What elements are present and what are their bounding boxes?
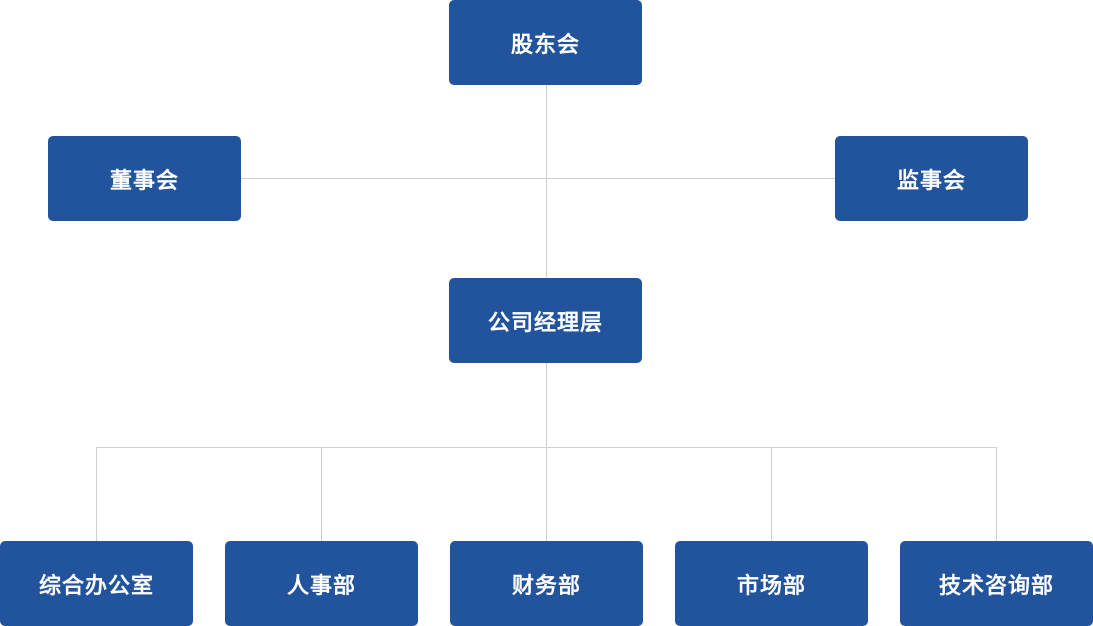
node-label: 市场部 — [736, 573, 806, 599]
node-tech-consulting-department: 技术咨询部 — [900, 541, 1093, 626]
node-board-of-directors: 董事会 — [48, 136, 241, 221]
node-finance-department: 财务部 — [450, 541, 643, 626]
node-board-of-supervisors: 监事会 — [835, 136, 1028, 221]
node-label: 股东会 — [510, 32, 580, 58]
node-shareholders: 股东会 — [449, 0, 642, 85]
node-hr-department: 人事部 — [225, 541, 418, 626]
node-label: 技术咨询部 — [938, 573, 1054, 599]
node-general-office: 综合办公室 — [0, 541, 193, 626]
connector-tech-consulting-department — [996, 447, 997, 541]
connector-management-departments — [546, 363, 547, 447]
connector-hr-department — [321, 447, 322, 541]
connector-marketing-department — [771, 447, 772, 541]
node-label: 监事会 — [896, 168, 966, 194]
connector-finance-department — [546, 447, 547, 541]
connector-shareholders-management — [546, 85, 547, 278]
node-management: 公司经理层 — [449, 278, 642, 363]
node-label: 董事会 — [109, 168, 179, 194]
node-marketing-department: 市场部 — [675, 541, 868, 626]
node-label: 财务部 — [511, 573, 581, 599]
connector-general-office — [96, 447, 97, 541]
node-label: 人事部 — [286, 573, 356, 599]
node-label: 公司经理层 — [487, 310, 603, 336]
connector-board-supervisors — [241, 178, 835, 179]
node-label: 综合办公室 — [38, 573, 154, 599]
